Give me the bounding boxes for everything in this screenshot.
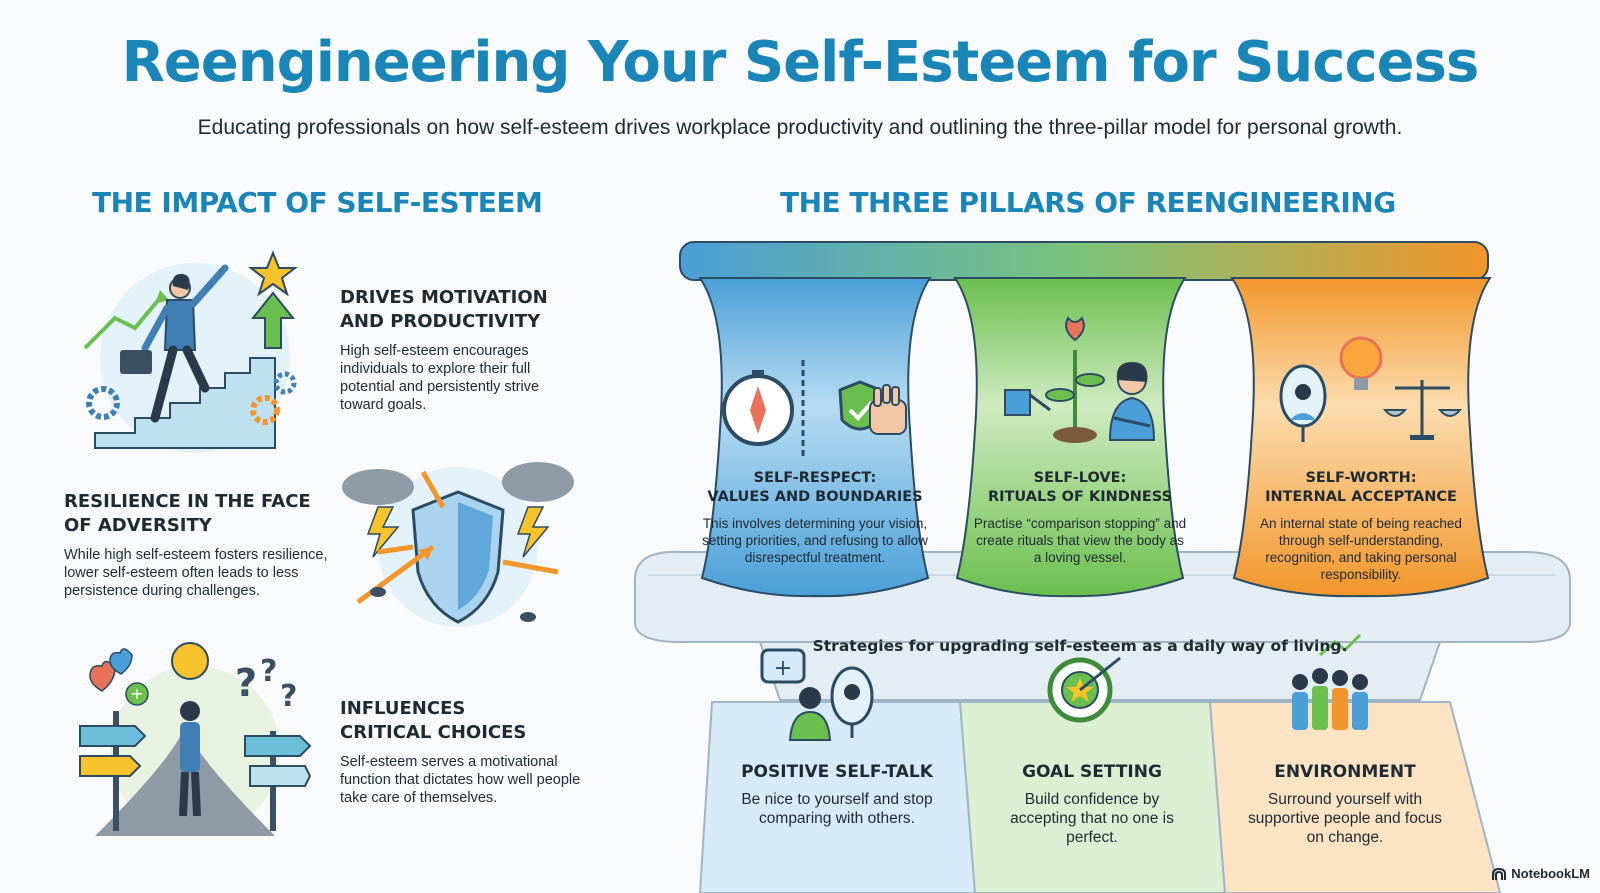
impact-item-body: While high self-esteem fosters resilienc… — [64, 547, 328, 599]
pillar-title: RITUALS OF KINDNESS — [987, 489, 1173, 505]
stop-hand-icon — [869, 384, 907, 435]
strategy-body: Build confidence by accepting that no on… — [1010, 791, 1174, 846]
impact-item-title: AND PRODUCTIVITY — [340, 311, 541, 332]
impact-item-title: DRIVES MOTIVATION — [340, 287, 548, 308]
impact-item-body: High self-esteem encourages individuals … — [340, 343, 540, 413]
pillars-heading: THE THREE PILLARS OF REENGINEERING — [780, 186, 1396, 219]
pillar-body: An internal state of being reached throu… — [1260, 516, 1462, 582]
mirror-icon — [1279, 364, 1327, 442]
strategy-title: POSITIVE SELF-TALK — [741, 762, 933, 782]
pillar-body: Practise “comparison stopping” and creat… — [973, 516, 1187, 565]
strategy-body: Surround yourself with supportive people… — [1248, 791, 1442, 846]
strategy-positive-self-talk: POSITIVE SELF-TALK Be nice to yourself a… — [722, 762, 952, 828]
impact-item-choices: INFLUENCES CRITICAL CHOICES Self-esteem s… — [340, 697, 600, 807]
supportive-group-icon — [1292, 633, 1368, 730]
strategies-caption: Strategies for upgrading self-esteem as … — [812, 637, 1348, 655]
pillar-title: SELF-RESPECT: — [753, 470, 877, 486]
crossroads-icon: + ? ? ? — [79, 642, 312, 836]
strategy-body: Be nice to yourself and stop comparing w… — [741, 791, 933, 827]
pillar-title: VALUES AND BOUNDARIES — [707, 489, 923, 505]
pillar-title: INTERNAL ACCEPTANCE — [1265, 489, 1457, 505]
watering-plant-icon — [1004, 316, 1105, 443]
pillar-self-love: SELF-LOVE: RITUALS OF KINDNESS Practise “… — [972, 469, 1188, 566]
pillar-self-worth: SELF-WORTH: INTERNAL ACCEPTANCE An intern… — [1250, 469, 1472, 583]
strategy-goal-setting: GOAL SETTING Build confidence by accepti… — [992, 762, 1192, 847]
brand-label: NotebookLM — [1511, 866, 1590, 881]
page-subtitle: Educating professionals on how self-este… — [197, 116, 1403, 139]
impact-item-motivation: DRIVES MOTIVATION AND PRODUCTIVITY High s… — [340, 286, 570, 414]
svg-text:+: + — [130, 684, 143, 703]
impact-item-title: CRITICAL CHOICES — [340, 722, 527, 743]
impact-item-title: INFLUENCES — [340, 698, 466, 719]
self-hug-person-icon — [1108, 362, 1156, 441]
svg-text:?: ? — [280, 679, 297, 714]
pillar-title: SELF-LOVE: — [1033, 470, 1127, 486]
notebooklm-brand: NotebookLM — [1491, 866, 1590, 881]
target-icon — [1047, 656, 1121, 723]
strategy-title: ENVIRONMENT — [1274, 762, 1416, 782]
strategy-title: GOAL SETTING — [1022, 762, 1162, 782]
svg-text:+: + — [774, 656, 792, 681]
shield-storm-icon — [342, 462, 574, 627]
notebooklm-logo-icon — [1492, 867, 1507, 880]
impact-item-title: RESILIENCE IN THE FACE — [64, 491, 311, 512]
impact-item-body: Self-esteem serves a motivational functi… — [340, 754, 581, 806]
staircase-climber-icon — [83, 250, 298, 453]
svg-text:?: ? — [235, 661, 257, 705]
impact-heading: THE IMPACT OF SELF-ESTEEM — [92, 186, 543, 219]
impact-item-title: OF ADVERSITY — [64, 515, 212, 536]
strategy-environment: ENVIRONMENT Surround yourself with suppo… — [1245, 762, 1445, 847]
compass-icon — [722, 370, 794, 446]
svg-text:?: ? — [260, 654, 277, 689]
pillar-body: This involves determining your vision, s… — [702, 516, 928, 565]
person-mirror-icon — [788, 666, 874, 741]
impact-item-resilience: RESILIENCE IN THE FACE OF ADVERSITY While… — [64, 490, 334, 600]
pillars-diagram: + — [634, 241, 1571, 893]
page-title: Reengineering Your Self-Esteem for Succe… — [121, 30, 1480, 95]
pillar-self-respect: SELF-RESPECT: VALUES AND BOUNDARIES This … — [700, 469, 930, 566]
balance-scale-icon — [1382, 380, 1463, 440]
pillar-title: SELF-WORTH: — [1305, 470, 1417, 486]
lightbulb-icon — [1339, 336, 1383, 390]
speech-bubble-icon: + — [760, 648, 806, 684]
